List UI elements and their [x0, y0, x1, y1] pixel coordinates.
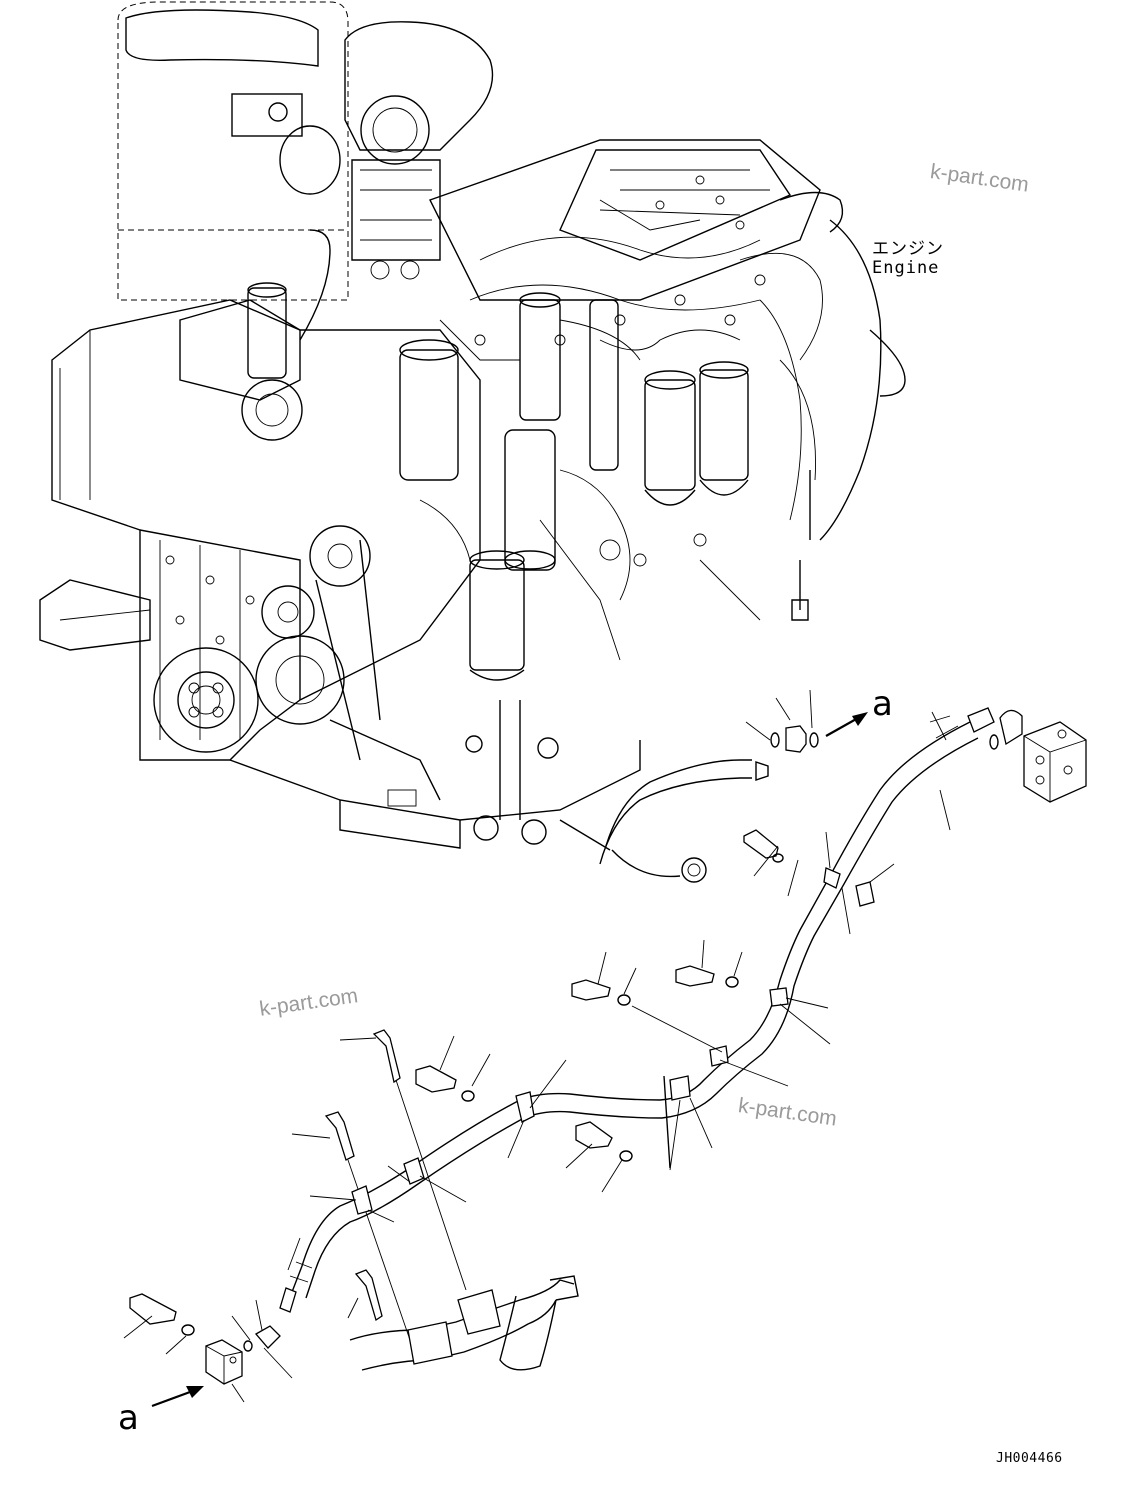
inlet-o-ring: [243, 1340, 253, 1352]
clamp-7: [351, 1185, 373, 1215]
clamp-4: [669, 1075, 691, 1101]
bolt-5: [415, 1065, 457, 1093]
long-bolt-3: [354, 1269, 383, 1322]
reference-mark-inlet: a: [118, 1398, 139, 1438]
lower-pipe: [347, 1269, 579, 1371]
clamp-group-3: [571, 951, 789, 1087]
bolt-1: [743, 829, 779, 859]
pipe-coupling-1: [407, 1321, 453, 1365]
clamp-group-6: [339, 1029, 467, 1291]
valve-cover: [429, 139, 906, 541]
bolt-3: [571, 979, 611, 1001]
engine-label-english: Engine: [872, 258, 940, 278]
clamp-group-5: [415, 1035, 567, 1159]
arrow-outlet: [825, 717, 859, 737]
clamp-5: [515, 1091, 535, 1123]
bolt-4: [575, 1121, 613, 1149]
exhaust-muffler: [117, 1, 349, 301]
drawing-number: JH004466: [996, 1451, 1063, 1466]
engine-piping: [419, 199, 823, 883]
clamp-2: [769, 987, 789, 1007]
clamp-group-1: [743, 829, 895, 935]
hose-parts: [123, 689, 1087, 1408]
outlet-o-ring-2: [809, 732, 819, 748]
bolt-2: [675, 965, 715, 987]
hose-end-lower: [279, 1287, 297, 1313]
engine-label-japanese: エンジン: [872, 239, 944, 259]
clamp-group-7: [287, 1111, 411, 1341]
washer-1: [772, 853, 784, 863]
inlet-elbow: [254, 1325, 281, 1349]
reference-mark-outlet: a: [872, 684, 893, 724]
washer-2: [725, 976, 739, 988]
turbocharger: [344, 21, 494, 280]
inlet-fitting-group: [123, 1293, 293, 1408]
engine-assembly: [39, 1, 906, 883]
long-bolt-2: [324, 1111, 355, 1161]
nut-1: [855, 881, 875, 907]
outlet-adapter: [785, 725, 807, 753]
long-bolt-1: [372, 1029, 401, 1084]
upper-block: [1023, 721, 1087, 803]
clamp-1: [823, 867, 841, 889]
hose-tube: [279, 707, 995, 1313]
clamp-3: [709, 1045, 729, 1067]
upper-elbow-and-block: [931, 709, 1087, 831]
inlet-washer: [181, 1324, 195, 1336]
washer-4: [619, 1150, 633, 1162]
outlet-fitting-group: [745, 689, 868, 753]
engine-base: [229, 719, 641, 849]
engine-block: [39, 229, 481, 761]
inlet-bolt: [129, 1293, 177, 1325]
upper-elbow: [999, 709, 1023, 746]
washer-5: [461, 1090, 475, 1102]
clamp-group-4: [565, 1075, 713, 1193]
pipe-coupling-2: [457, 1289, 501, 1335]
clamp-group-2: [675, 939, 831, 1045]
washer-3: [617, 994, 631, 1006]
fuel-filters: [399, 292, 749, 681]
arrow-inlet: [151, 1390, 191, 1408]
outlet-o-ring: [770, 732, 780, 748]
hose-end-upper: [967, 707, 995, 733]
